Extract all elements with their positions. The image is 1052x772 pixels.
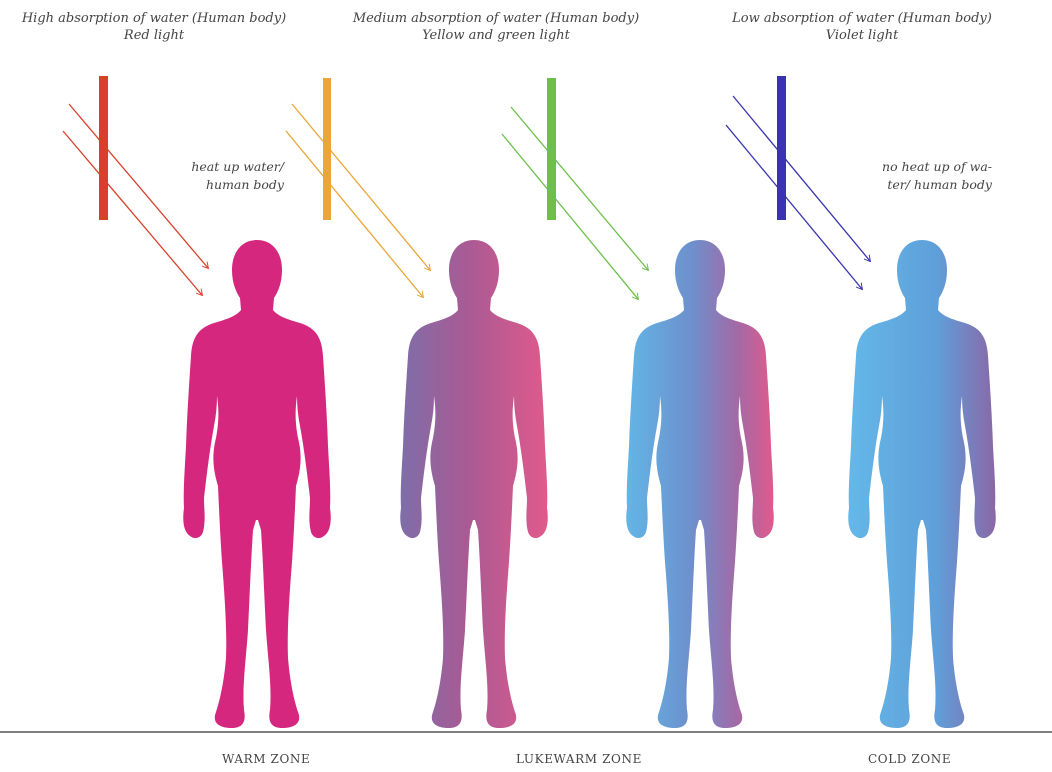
human-figure-lukewarm-blue xyxy=(626,240,774,728)
green-light-arrows xyxy=(502,107,648,299)
human-figure-warm xyxy=(183,240,331,728)
yellow-light-arrows xyxy=(286,104,430,297)
human-figure-lukewarm-pink xyxy=(400,240,548,728)
human-figure-cold xyxy=(848,240,996,728)
cold-zone-label: COLD ZONE xyxy=(868,752,951,766)
warm-zone-label: WARM ZONE xyxy=(222,752,310,766)
red-light-arrows xyxy=(63,104,208,295)
violet-light-arrows xyxy=(726,96,870,289)
lukewarm-zone-label: LUKEWARM ZONE xyxy=(516,752,642,766)
violet-light-bar xyxy=(777,76,786,220)
